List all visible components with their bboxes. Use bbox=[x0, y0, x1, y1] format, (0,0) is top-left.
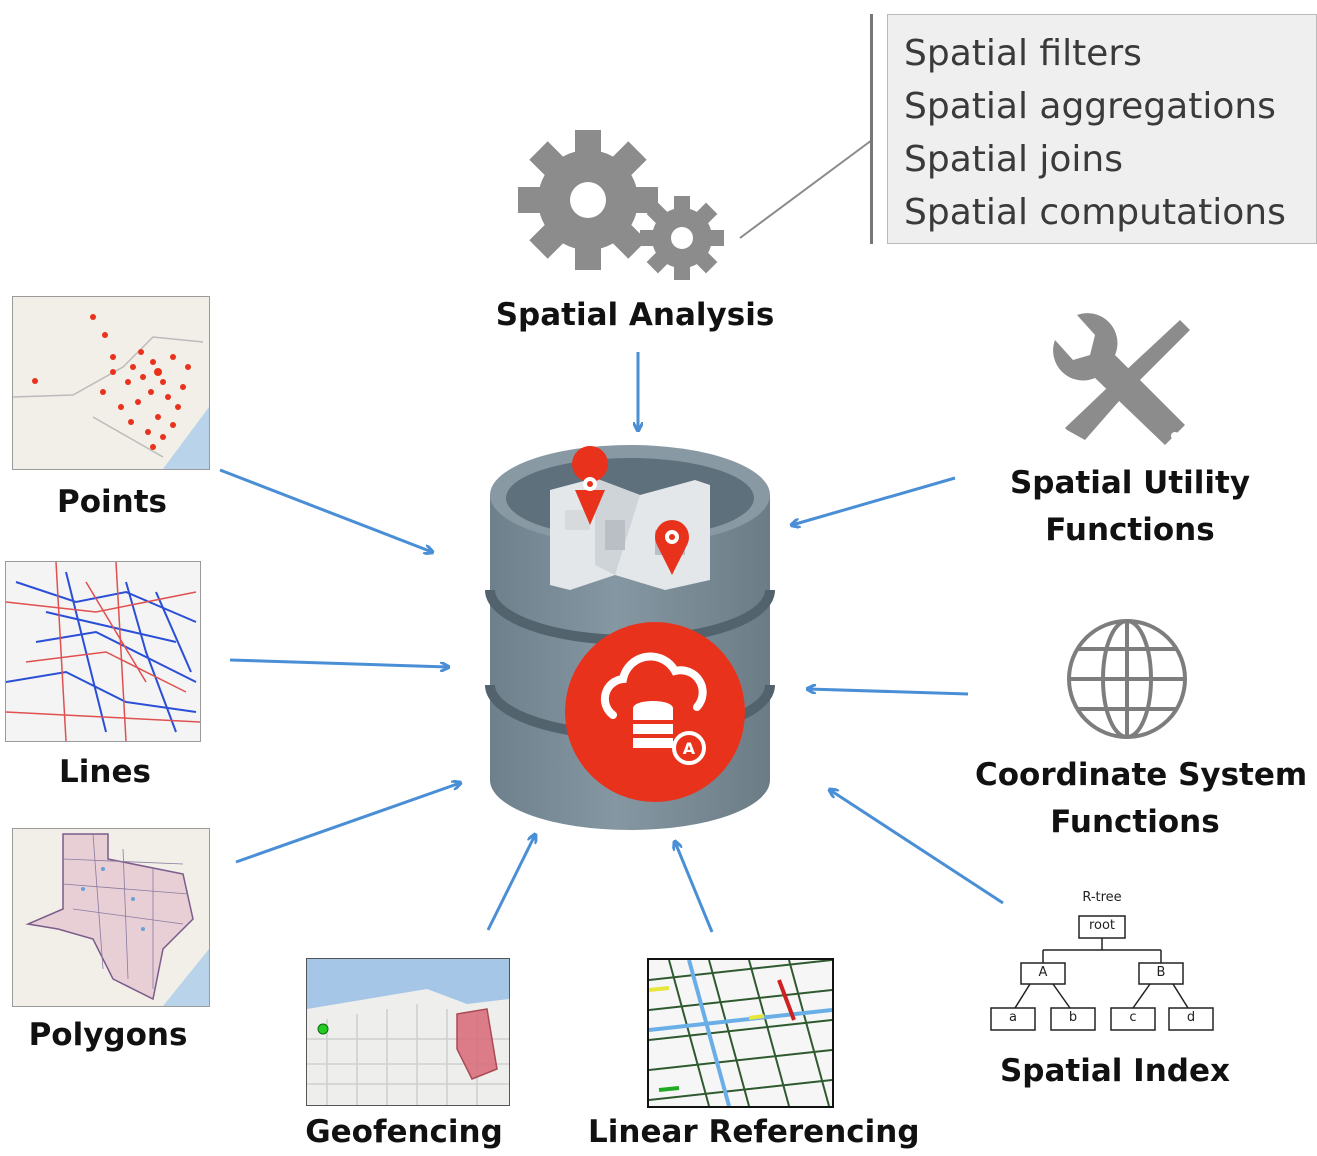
spatial-utility-label-line1: Spatial Utility bbox=[1009, 465, 1251, 501]
spatial-utility-label-line2: Functions bbox=[1045, 512, 1215, 548]
lines-map-thumbnail bbox=[5, 561, 201, 742]
feature-item: Spatial filters bbox=[904, 33, 1142, 74]
spatial-analysis-label: Spatial Analysis bbox=[495, 297, 775, 333]
arrow-index bbox=[830, 790, 1004, 905]
feature-item: Spatial joins bbox=[904, 139, 1123, 180]
points-label: Points bbox=[57, 484, 167, 520]
rtree-leaf: b bbox=[1068, 1010, 1078, 1025]
svg-text:A: A bbox=[683, 739, 696, 758]
arrow-polygons bbox=[235, 783, 460, 864]
rtree-node-a: A bbox=[1038, 965, 1048, 980]
wrench-screwdriver-icon bbox=[1053, 313, 1190, 445]
box-connector-line bbox=[739, 139, 873, 239]
arrow-coordinate bbox=[808, 689, 969, 696]
arrow-geofencing bbox=[486, 835, 535, 931]
rtree-node-b: B bbox=[1156, 965, 1166, 980]
feature-item: Spatial computations bbox=[904, 192, 1286, 233]
polygons-map-thumbnail bbox=[12, 828, 210, 1007]
rtree-leaf: c bbox=[1129, 1010, 1137, 1025]
arrow-linear bbox=[675, 842, 714, 933]
geofencing-label: Geofencing bbox=[305, 1114, 503, 1150]
feature-item: Spatial aggregations bbox=[904, 86, 1276, 127]
polygons-label: Polygons bbox=[28, 1017, 188, 1053]
geofencing-map-thumbnail bbox=[306, 958, 510, 1106]
linear-referencing-map-thumbnail bbox=[647, 958, 834, 1108]
arrow-utility bbox=[792, 476, 956, 525]
spatial-analysis-features-box: Spatial filters Spatial aggregations Spa… bbox=[887, 14, 1317, 244]
box-bracket bbox=[870, 14, 873, 244]
rtree-leaf: d bbox=[1186, 1010, 1196, 1025]
linear-referencing-label: Linear Referencing bbox=[588, 1114, 920, 1150]
lines-label: Lines bbox=[59, 754, 151, 790]
cloud-database-icon: A bbox=[565, 622, 745, 802]
rtree-diagram: R-tree root A B a b c d bbox=[985, 888, 1215, 1038]
database-icon: A bbox=[485, 445, 775, 830]
points-map-thumbnail bbox=[12, 296, 210, 470]
rtree-title: R-tree bbox=[1082, 890, 1122, 905]
spatial-index-label: Spatial Index bbox=[999, 1053, 1231, 1089]
arrow-points bbox=[219, 468, 432, 552]
coordinate-system-label-line2: Functions bbox=[1050, 804, 1220, 840]
rtree-root-node: root bbox=[1088, 918, 1116, 933]
coordinate-system-label-line1: Coordinate System bbox=[975, 757, 1308, 793]
rtree-leaf: a bbox=[1009, 1010, 1017, 1025]
location-pin-icon bbox=[572, 446, 609, 525]
arrow-lines bbox=[229, 658, 448, 667]
globe-icon bbox=[1067, 619, 1187, 739]
location-pin-icon bbox=[655, 520, 689, 575]
gears-icon bbox=[518, 130, 724, 280]
